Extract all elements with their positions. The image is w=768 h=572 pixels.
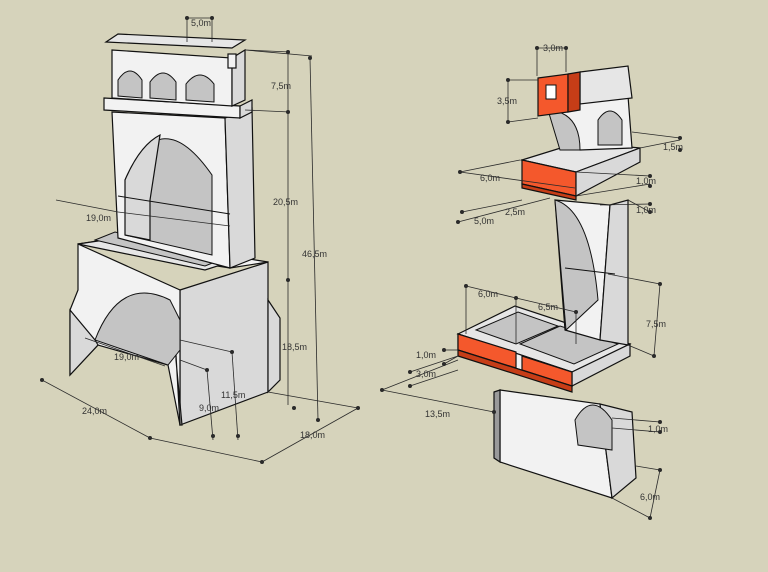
left-aqueduct-model bbox=[69, 33, 281, 426]
dim-right-pier-height: 7,5m bbox=[646, 319, 666, 329]
right-dimension-lines bbox=[380, 46, 682, 520]
right-window-block-side bbox=[567, 71, 581, 113]
dim-left-total-height: 46,5m bbox=[302, 249, 327, 259]
right-dimension-labels: 3,0m 3,5m 1,5m 6,0m 1,0m 2,5m 5,0m 1,0m … bbox=[416, 43, 683, 502]
dim-left-pier-depth: 11,5m bbox=[221, 390, 245, 400]
dim-left-pier-width: 9,0m bbox=[199, 403, 219, 413]
dim-right-lower-cornice: 1,0m bbox=[648, 424, 668, 434]
right-lower-red-band bbox=[457, 349, 573, 393]
right-aqueduct-model bbox=[456, 65, 641, 500]
dim-left-base-height: 18,5m bbox=[282, 342, 307, 352]
dim-left-top-height: 7,5m bbox=[271, 81, 291, 91]
left-cornice-side bbox=[239, 99, 253, 119]
left-small-arch-2 bbox=[149, 72, 177, 101]
right-window-opening bbox=[545, 84, 557, 100]
right-channel-right bbox=[518, 325, 620, 365]
left-base-edge bbox=[175, 354, 183, 426]
dim-right-channel-left: 6,0m bbox=[478, 289, 498, 299]
dim-right-top-cornice: 1,5m bbox=[663, 142, 683, 152]
dim-right-window-height: 3,5m bbox=[497, 96, 517, 106]
dim-left-upper-arch-width: 19,0m bbox=[86, 213, 111, 223]
right-upper-ledge-side bbox=[575, 147, 641, 197]
dim-left-base-width: 24,0m bbox=[82, 406, 107, 416]
dim-right-window-width: 3,0m bbox=[543, 43, 563, 53]
left-mid-band-line bbox=[117, 195, 231, 215]
right-base-left-edge bbox=[493, 389, 501, 464]
dim-right-base-height: 6,0m bbox=[640, 492, 660, 502]
right-upper-red-band bbox=[521, 183, 577, 201]
right-top-crown bbox=[579, 65, 633, 105]
dim-right-upper-depth: 5,0m bbox=[474, 216, 494, 226]
dim-right-channel-right: 6,5m bbox=[538, 302, 558, 312]
left-base-right-buttress bbox=[267, 298, 281, 394]
dim-right-lower-ledge-height: 1,0m bbox=[416, 350, 436, 360]
right-channel-left bbox=[474, 311, 560, 345]
left-lower-arch bbox=[94, 292, 181, 366]
left-dimension-labels: 5,0m 7,5m 20,5m 46,5m 19,0m 19,0m 18,5m … bbox=[82, 18, 327, 440]
dim-right-upper-ledge-thickness: 1,0m bbox=[636, 205, 656, 215]
left-small-arch-3 bbox=[185, 74, 215, 103]
left-pier-left bbox=[69, 308, 99, 377]
left-top-window bbox=[227, 53, 237, 69]
dim-right-upper-ledge-height: 1,0m bbox=[636, 176, 656, 186]
dim-left-mid-height: 20,5m bbox=[273, 197, 298, 207]
left-top-cap bbox=[104, 33, 247, 49]
dim-right-upper-offset: 2,5m bbox=[505, 207, 525, 217]
dim-left-lower-arch-width: 19,0m bbox=[114, 352, 139, 362]
left-small-arch-1 bbox=[117, 70, 143, 99]
dim-right-base-width: 13,5m bbox=[425, 409, 450, 419]
left-mid-side-face bbox=[224, 107, 256, 269]
left-dimension-lines bbox=[40, 16, 360, 464]
dim-right-upper-ledge-width: 6,0m bbox=[480, 173, 500, 183]
right-pier-curve bbox=[554, 199, 599, 332]
right-base-arch bbox=[574, 404, 613, 451]
right-top-arch bbox=[597, 110, 623, 146]
dim-left-top-width: 5,0m bbox=[191, 18, 211, 28]
dim-right-lower-ledge-depth: 3,0m bbox=[416, 369, 436, 379]
right-pier-band-line bbox=[564, 267, 616, 275]
dim-left-base-depth: 18,0m bbox=[300, 430, 325, 440]
